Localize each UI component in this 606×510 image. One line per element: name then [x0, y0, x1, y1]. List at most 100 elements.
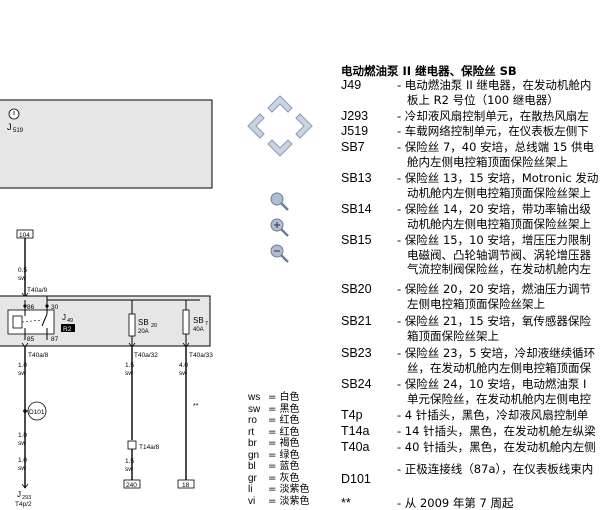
- legend-line: - 4 针插头，黑色，冷却液风扇控制单: [397, 408, 589, 422]
- legend-line: 箱顶面保险丝架上: [407, 328, 499, 343]
- terminal-240-label: 240: [126, 482, 137, 489]
- legend-description: - 保险丝 7，40 安培，总线端 15 供电舱内左侧电控箱顶面保险丝架上: [397, 140, 594, 169]
- legend-description: - 车载网络控制单元，在仪表板左侧下: [397, 124, 589, 139]
- legend-line: - 保险丝 21，15 安培，氧传感器保险: [397, 314, 591, 328]
- color-abbr: vi: [248, 495, 256, 507]
- terminal-104-label: 104: [19, 232, 30, 239]
- color-abbr: ws: [248, 392, 261, 403]
- color-code-row: ro = 红色: [248, 415, 310, 427]
- legend-line: 左侧电控箱顶面保险丝架上: [407, 296, 545, 311]
- zoom-in-icon[interactable]: [270, 218, 289, 237]
- color-name: = 褐色: [268, 438, 300, 449]
- legend-line: 板上 R2 号位（100 继电器）: [407, 92, 559, 107]
- wire1-color: sw: [18, 370, 26, 377]
- legend-line: - 冷却液风扇控制单元，在散热风扇左: [397, 109, 589, 123]
- pin-30: 30: [51, 304, 59, 311]
- conn-t40a33: T40a/33: [189, 352, 213, 359]
- wire2-size: 1.5: [125, 362, 134, 369]
- color-abbr: li: [248, 484, 253, 495]
- legend-line: - 保险丝 20，20 安培，燃油压力调节: [397, 282, 591, 296]
- legend-code: SB14: [341, 202, 372, 216]
- pin-86: 86: [27, 304, 35, 311]
- legend-line: 丝，在发动机舱内左侧电控箱顶面保: [407, 360, 591, 375]
- relay-sub: 49: [67, 318, 73, 324]
- color-abbr: br: [248, 438, 257, 449]
- legend-code: SB21: [341, 314, 372, 328]
- j293-label: J: [17, 490, 21, 499]
- legend-line: 动机舱内左侧电控箱顶面保险丝架上: [407, 185, 591, 200]
- pan-right-icon[interactable]: [295, 113, 313, 139]
- legend-line: - 40 针插头，黑色，在发动机舱内左侧: [397, 440, 596, 454]
- fuse-sb20: [128, 313, 136, 337]
- color-name: = 黑色: [268, 403, 300, 415]
- relay-slot-badge: [61, 324, 75, 332]
- fuse1-rating: 20A: [138, 329, 149, 335]
- legend-code: SB13: [341, 171, 372, 185]
- wiring-diagram: J 519 104 0.5 sw T40a/9 86 30 85 87 J 49…: [0, 95, 313, 508]
- j519-sub: 519: [13, 128, 24, 134]
- pin-85: 85: [27, 336, 35, 343]
- color-name: = 红色: [268, 426, 300, 438]
- fuse-sb7: [182, 309, 190, 335]
- color-name: = 淡紫色: [268, 495, 310, 507]
- component-legend: 电动燃油泵 II 继电器、保险丝 SB J49- 电动燃油泵 II 继电器，在发…: [341, 0, 606, 510]
- color-code-row: gn= 绿色: [248, 450, 310, 462]
- legend-line: - 电动燃油泵 II 继电器，在发动机舱内: [397, 78, 592, 92]
- legend-line: - 保险丝 14，20 安培，带功率输出级: [397, 202, 591, 216]
- legend-line: 单元保险丝，在发动机舱内左侧电控: [407, 391, 591, 406]
- conn-t40a32: T40a/32: [134, 352, 158, 359]
- wire-top-size: 0.5: [18, 267, 27, 274]
- conn-t40a9: T40a/9: [27, 287, 48, 294]
- color-abbr: sw: [248, 403, 261, 415]
- legend-code: **: [341, 496, 351, 510]
- legend-description: - 40 针插头，黑色，在发动机舱内左侧: [397, 440, 596, 455]
- color-code-row: ws= 白色: [248, 392, 310, 404]
- legend-code: T40a: [341, 440, 370, 454]
- legend-description: - 4 针插头，黑色，冷却液风扇控制单: [397, 408, 588, 423]
- pan-up-icon[interactable]: [267, 95, 293, 113]
- legend-code: T14a: [341, 424, 370, 438]
- legend-line: - 保险丝 13，15 安培，Motronic 发动: [397, 171, 599, 185]
- wire4-color: sw: [18, 440, 26, 447]
- legend-code: J293: [341, 109, 369, 123]
- color-code-row: vi = 淡紫色: [248, 496, 310, 508]
- legend-line: - 保险丝 24，10 安培，电动燃油泵 I: [397, 377, 587, 391]
- star-mark: **: [193, 403, 199, 410]
- legend-description: - 正极连接线（87a），在仪表板线束内: [397, 462, 593, 477]
- legend-line: - 从 2009 年第 7 周起: [397, 496, 514, 510]
- color-abbr: ro: [248, 415, 257, 426]
- color-abbr: gr: [248, 472, 257, 484]
- j293-sub: 293: [22, 495, 31, 501]
- legend-description: - 保险丝 14，20 安培，带功率输出级动机舱内左侧电控箱顶面保险丝架上: [397, 202, 591, 231]
- legend-line: 气流控制阀保险丝，在发动机舱内左: [407, 262, 591, 276]
- legend-description: - 从 2009 年第 7 周起: [397, 496, 514, 510]
- wire3-size: 4.0: [179, 362, 188, 369]
- wire1-size: 1.0: [18, 362, 27, 369]
- color-abbr: bl: [248, 461, 256, 472]
- legend-line: - 保险丝 7，40 安培，总线端 15 供电: [397, 140, 595, 154]
- color-code-row: rt = 红色: [248, 427, 310, 439]
- color-code-row: li = 淡紫色: [248, 484, 310, 496]
- fuse2-sub: 7: [205, 321, 208, 327]
- pin-87: 87: [51, 336, 59, 343]
- pan-left-icon[interactable]: [247, 113, 265, 139]
- terminal-18: [177, 479, 195, 489]
- pan-down-icon[interactable]: [267, 139, 293, 157]
- color-name: = 红色: [268, 415, 300, 426]
- legend-code: J49: [341, 78, 362, 92]
- wire6-size: 1.0: [18, 457, 27, 464]
- relay-slot: R2: [63, 326, 72, 333]
- legend-line: - 保险丝 23，5 安培，冷却液继续循环: [397, 346, 596, 360]
- fuse2-rating: 40A: [193, 327, 204, 333]
- fuse-relay-box: [0, 295, 211, 347]
- color-name: = 绿色: [268, 449, 300, 461]
- zoom-fit-icon[interactable]: [270, 192, 289, 211]
- legend-description: - 电动燃油泵 II 继电器，在发动机舱内板上 R2 号位（100 继电器）: [397, 78, 591, 107]
- conn-t4p2: T4p/2: [15, 501, 32, 508]
- zoom-out-icon[interactable]: [270, 244, 289, 263]
- color-abbr: rt: [248, 426, 255, 438]
- legend-description: - 冷却液风扇控制单元，在散热风扇左: [397, 109, 589, 124]
- color-name: = 淡紫色: [268, 484, 310, 495]
- color-name: = 灰色: [268, 472, 300, 484]
